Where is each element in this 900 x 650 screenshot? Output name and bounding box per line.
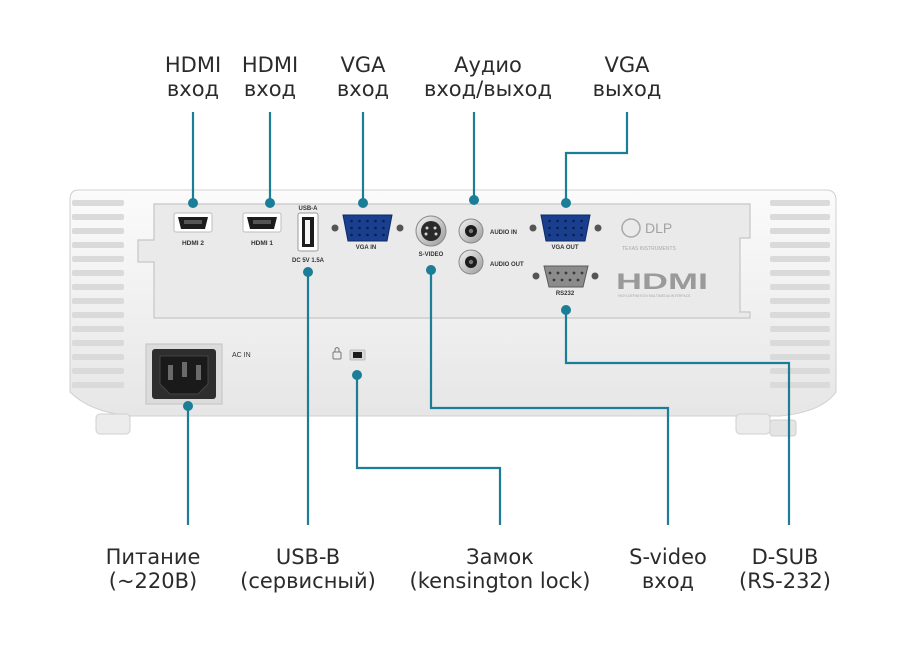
callout-hdmi-2-line1: HDMI: [164, 53, 222, 77]
dlp-logo: DLP TEXAS INSTRUMENTS: [621, 218, 677, 252]
right-vent: [770, 200, 830, 388]
callout-audio-line1: Аудио: [454, 53, 522, 77]
usb-a-port: [297, 212, 319, 252]
vga-out-port: [529, 214, 602, 242]
callout-d-sub: D-SUB (RS-232): [675, 545, 895, 593]
callout-vga-in-line1: VGA: [340, 53, 386, 77]
callout-audio-line2: вход/выход: [424, 77, 552, 101]
audio-in-label: AUDIO IN: [490, 230, 517, 236]
callout-usb-b-line2: (сервисный): [240, 569, 376, 593]
callout-vga-in-line2: вход: [336, 77, 390, 101]
hdmi-2-port: [173, 212, 213, 233]
s-video-label: S-VIDEO: [419, 252, 444, 258]
svg-text:HIGH-DEFINITION MULTIMEDIA INT: HIGH-DEFINITION MULTIMEDIA INTERFACE: [618, 294, 691, 298]
ac-power-inlet: [145, 343, 223, 405]
callout-dots: [183, 195, 571, 411]
callout-audio: Аудио вход/выход: [378, 53, 598, 101]
callout-hdmi-1-line2: вход: [243, 77, 297, 101]
hdmi-1-port: [242, 212, 282, 233]
callout-lines: [186, 112, 791, 525]
callout-power-line1: Питание: [105, 545, 201, 569]
callout-s-video-line1: S-video: [629, 545, 707, 569]
usb-a-label: USB-A: [299, 206, 319, 212]
callout-lock-line1: Замок: [466, 545, 534, 569]
callout-vga-out: VGA выход: [517, 53, 737, 101]
callout-usb-b-line1: USB-B: [275, 545, 341, 569]
kensington-lock-icon: [332, 347, 342, 360]
callout-power-line2: (~220В): [108, 569, 198, 593]
callout-hdmi-1-line1: HDMI: [241, 53, 299, 77]
svg-text:TEXAS INSTRUMENTS: TEXAS INSTRUMENTS: [622, 246, 677, 252]
vga-in-port: [331, 214, 404, 242]
callout-usb-b: USB-B (сервисный): [198, 545, 418, 593]
kensington-lock-slot: [349, 349, 366, 361]
callout-vga-out-line2: выход: [592, 77, 662, 101]
left-vent: [72, 200, 124, 388]
ac-in-label: AC IN: [232, 352, 251, 359]
callout-hdmi-2-line2: вход: [166, 77, 220, 101]
callout-hdmi-2: HDMI вход: [83, 53, 303, 101]
audio-out-jack: [458, 249, 484, 275]
callout-s-video-line2: вход: [641, 569, 695, 593]
callout-vga-in: VGA вход: [253, 53, 473, 101]
s-video-port: [415, 215, 447, 247]
dc-label: DC 5V 1.5A: [292, 258, 325, 264]
callout-lock: Замок (kensington lock): [388, 545, 612, 593]
callout-d-sub-line1: D-SUB: [751, 545, 819, 569]
callout-power: Питание (~220В): [43, 545, 263, 593]
callout-d-sub-line2: (RS-232): [739, 569, 831, 593]
rs232-label: RS232: [556, 291, 575, 297]
callout-hdmi-1: HDMI вход: [160, 53, 380, 101]
callout-lock-line2: (kensington lock): [409, 569, 591, 593]
vga-in-label: VGA IN: [356, 245, 376, 251]
callout-s-video: S-video вход: [558, 545, 778, 593]
rs232-port: [532, 265, 599, 288]
io-panel: [137, 203, 751, 319]
vga-out-label: VGA OUT: [551, 245, 578, 251]
svg-text:HDMI: HDMI: [616, 269, 708, 294]
audio-out-label: AUDIO OUT: [490, 262, 524, 268]
hdmi-2-label: HDMI 2: [182, 240, 204, 247]
hdmi-logo: HDMI HIGH-DEFINITION MULTIMEDIA INTERFAC…: [616, 269, 708, 298]
hdmi-1-label: HDMI 1: [251, 240, 273, 247]
callout-vga-out-line1: VGA: [604, 53, 650, 77]
svg-text:DLP: DLP: [645, 220, 672, 236]
audio-in-jack: [458, 218, 484, 244]
